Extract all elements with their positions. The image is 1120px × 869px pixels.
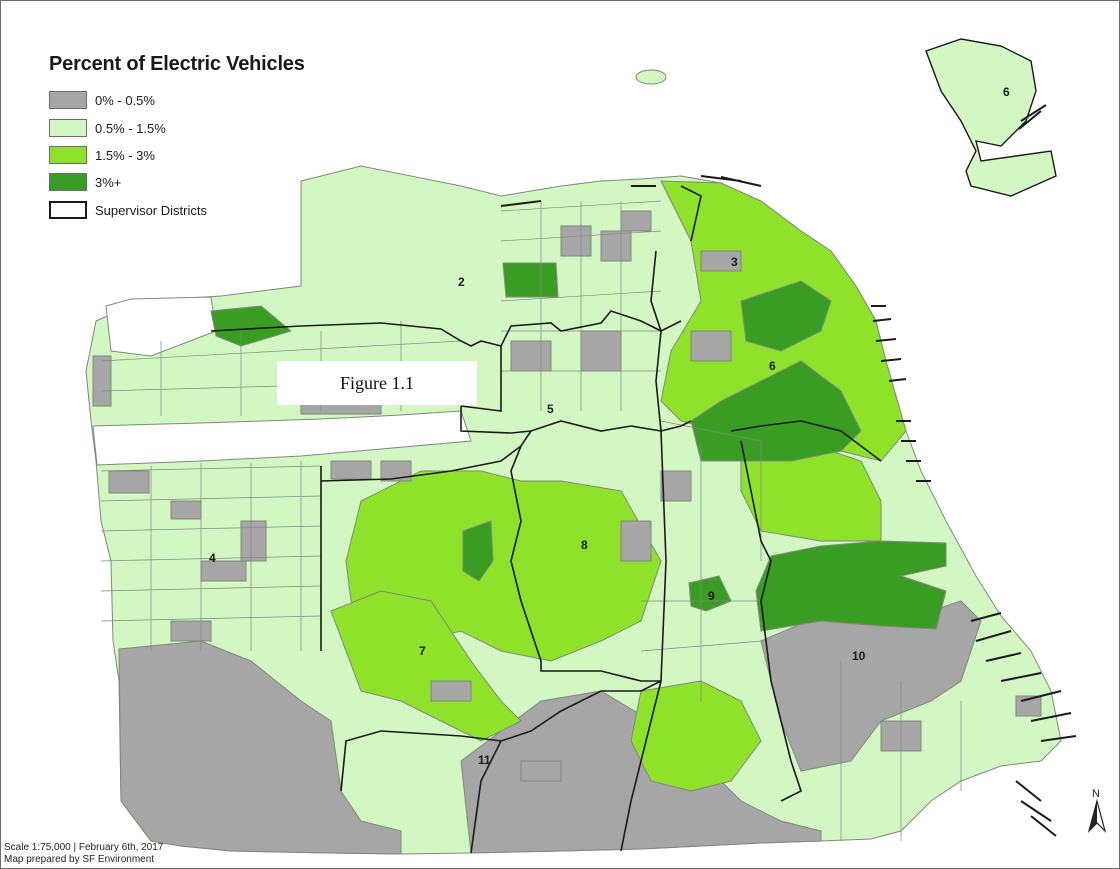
legend-label: 0% - 0.5% <box>95 92 155 108</box>
legend-item-1.5-3: 1.5% - 3% <box>49 146 155 164</box>
district-label-6-island: 6 <box>1003 85 1010 99</box>
legend-label: 1.5% - 3% <box>95 147 155 163</box>
treasure-island <box>925 38 1057 197</box>
north-arrow-icon <box>1087 798 1107 834</box>
district-label-9: 9 <box>708 589 715 603</box>
district-label-7: 7 <box>419 644 426 658</box>
tract-region-gray-sw <box>118 640 402 855</box>
district-label-10: 10 <box>852 649 866 663</box>
district-label-5: 5 <box>547 402 554 416</box>
district-label-11: 11 <box>478 753 491 767</box>
legend-swatch-boundary <box>49 201 87 219</box>
legend-item-3plus: 3%+ <box>49 173 121 191</box>
legend-swatch-green <box>49 146 87 164</box>
figure-label: Figure 1.1 <box>277 361 477 405</box>
scale-and-date: Scale 1:75,000 | February 6th, 2017 <box>4 842 164 853</box>
legend-label: 0.5% - 1.5% <box>95 120 166 136</box>
north-arrow-label: N <box>1092 788 1100 800</box>
legend-label: 3%+ <box>95 174 122 190</box>
district-label-3: 3 <box>731 255 738 269</box>
tract-region-green-mission-south <box>630 680 762 792</box>
legend-swatch-gray <box>49 91 87 109</box>
tract-region-green-district7 <box>330 590 522 742</box>
legend-item-supervisor-districts: Supervisor Districts <box>49 201 207 219</box>
tract-region-darkgreen-presidio <box>210 305 293 347</box>
tract-region-darkgreen-dogpatch <box>755 540 947 632</box>
legend-swatch-dark-green <box>49 173 87 191</box>
tract-region-darkgreen-glenpark <box>462 520 494 582</box>
legend-title: Percent of Electric Vehicles <box>49 53 305 75</box>
tract-region-darkgreen-soma <box>690 360 862 462</box>
pier-lines <box>500 104 1077 837</box>
legend-item-0.5-1.5: 0.5% - 1.5% <box>49 119 166 137</box>
alcatraz-island <box>635 69 667 85</box>
supervisor-district-boundaries <box>210 185 882 854</box>
map-credit: Map prepared by SF Environment <box>4 854 155 865</box>
legend-item-0-0.5: 0% - 0.5% <box>49 91 155 109</box>
tract-region-darkgreen-district9 <box>688 575 732 612</box>
tract-region-gray-se <box>460 690 822 854</box>
tract-region-darkgreen-mission-bay <box>740 280 832 352</box>
district-label-8: 8 <box>581 538 588 552</box>
district-label-2: 2 <box>458 275 465 289</box>
district-label-4: 4 <box>209 551 216 565</box>
scattered-gray-tracts <box>92 210 1042 782</box>
district-label-6: 6 <box>769 359 776 373</box>
golden-gate-park <box>92 410 472 466</box>
tract-region-darkgreen-marina <box>502 262 559 298</box>
legend-label: Supervisor Districts <box>95 202 207 218</box>
legend-swatch-light-green <box>49 119 87 137</box>
